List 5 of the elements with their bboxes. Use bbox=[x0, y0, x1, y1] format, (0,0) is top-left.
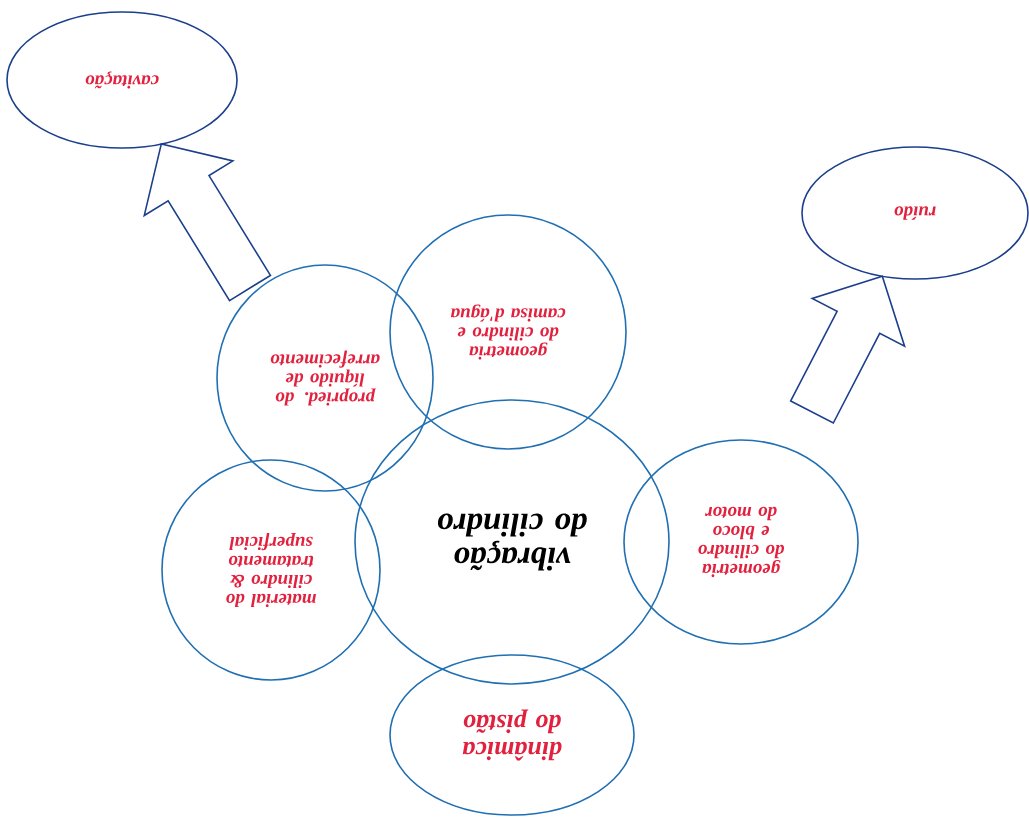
oval: ruído bbox=[801, 146, 1029, 280]
block-arrow bbox=[143, 142, 272, 302]
block-arrow bbox=[789, 275, 906, 425]
oval: dinâmica do pistão bbox=[389, 654, 635, 816]
oval: cavitação bbox=[6, 11, 238, 149]
